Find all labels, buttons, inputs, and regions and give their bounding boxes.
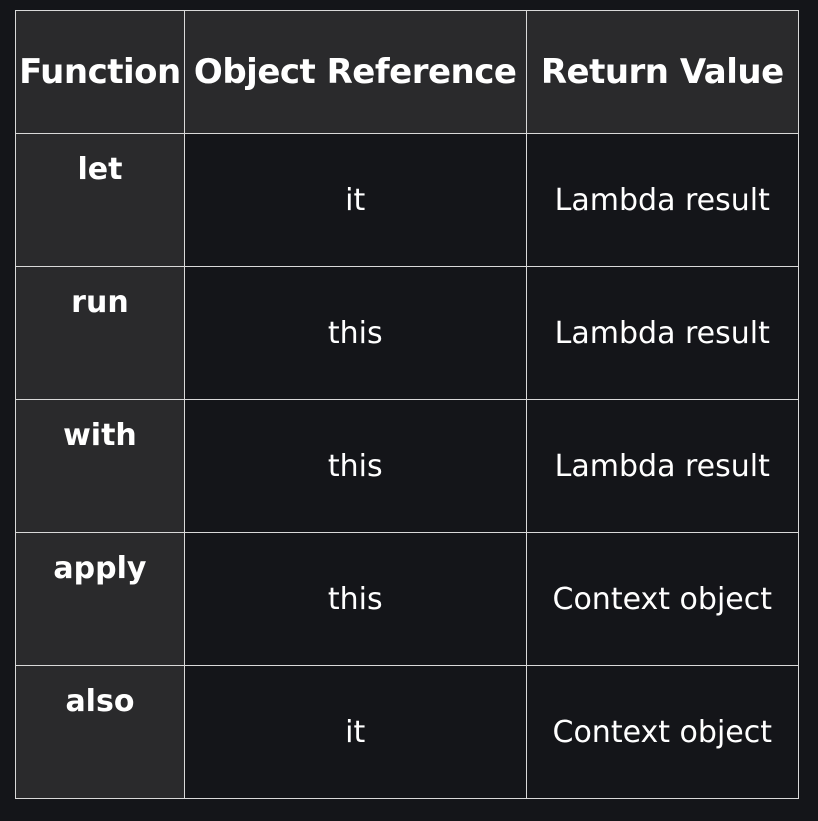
reference-cell: it xyxy=(183,665,527,799)
return-value-cell: Context object xyxy=(525,532,800,666)
table-header: Function Object Reference Return Value xyxy=(15,10,800,134)
header-object-reference: Object Reference xyxy=(183,10,527,134)
scope-functions-table: Function Object Reference Return Value l… xyxy=(15,10,800,799)
return-value: Lambda result xyxy=(554,315,770,351)
return-value: Lambda result xyxy=(554,448,770,484)
table-row: apply this Context object xyxy=(15,532,800,666)
return-value-cell: Lambda result xyxy=(525,133,800,267)
table-body: let it Lambda result run this Lambda res… xyxy=(15,133,800,799)
reference-cell: this xyxy=(183,266,527,400)
return-value: Context object xyxy=(552,714,773,750)
header-function-label: Function xyxy=(19,52,181,92)
reference-cell: it xyxy=(183,133,527,267)
function-cell: run xyxy=(15,266,185,400)
reference-value: this xyxy=(327,448,383,484)
header-function: Function xyxy=(15,10,185,134)
reference-value: it xyxy=(345,714,366,750)
function-cell: with xyxy=(15,399,185,533)
return-value-cell: Context object xyxy=(525,665,800,799)
return-value: Context object xyxy=(552,581,773,617)
function-cell: also xyxy=(15,665,185,799)
return-value: Lambda result xyxy=(554,182,770,218)
header-row: Function Object Reference Return Value xyxy=(15,10,800,134)
function-name: let xyxy=(77,152,123,187)
return-value-cell: Lambda result xyxy=(525,266,800,400)
header-return-value-label: Return Value xyxy=(540,52,784,92)
function-cell: apply xyxy=(15,532,185,666)
function-cell: let xyxy=(15,133,185,267)
header-object-reference-label: Object Reference xyxy=(193,52,517,92)
table-row: also it Context object xyxy=(15,665,800,799)
table-row: with this Lambda result xyxy=(15,399,800,533)
reference-value: this xyxy=(327,581,383,617)
reference-cell: this xyxy=(183,532,527,666)
header-return-value: Return Value xyxy=(525,10,800,134)
table-row: run this Lambda result xyxy=(15,266,800,400)
table-row: let it Lambda result xyxy=(15,133,800,267)
reference-value: it xyxy=(345,182,366,218)
reference-value: this xyxy=(327,315,383,351)
function-name: also xyxy=(65,684,135,719)
function-name: run xyxy=(71,285,129,320)
function-name: apply xyxy=(53,551,147,586)
reference-cell: this xyxy=(183,399,527,533)
function-name: with xyxy=(63,418,137,453)
return-value-cell: Lambda result xyxy=(525,399,800,533)
